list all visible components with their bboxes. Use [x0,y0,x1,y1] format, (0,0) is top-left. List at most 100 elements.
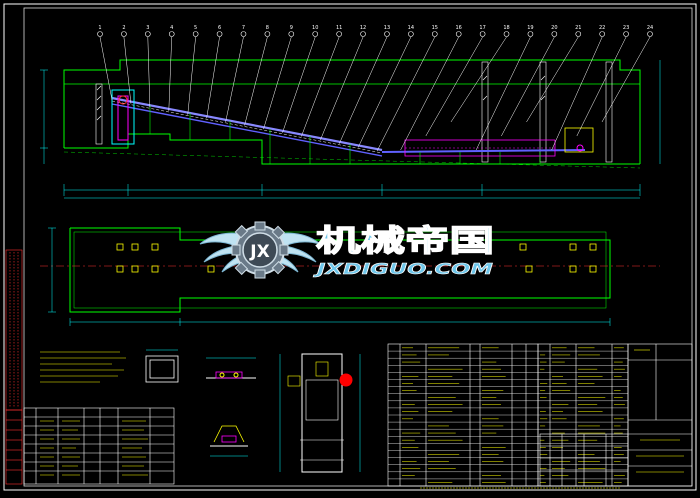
leader-line [206,36,220,119]
tail-unit [564,127,594,153]
leader-line [475,36,531,151]
item-balloon-number: 4 [170,25,173,31]
leader-line [123,36,132,104]
building-roof-line [63,59,641,84]
head-drive-unit [111,89,135,145]
leader-line [400,36,459,151]
item-balloon [240,31,247,37]
leader-line [526,36,579,123]
conveyor-horizontal [381,149,586,153]
item-balloon-number: 1 [98,25,101,31]
head-housing-detail [279,353,361,473]
item-balloon [431,31,438,37]
leader-line [244,36,268,126]
item-balloon-number: 6 [218,25,221,31]
section-detail-a [145,349,179,383]
item-leader-lines [99,36,651,152]
item-balloon-number: 18 [503,25,509,31]
title-block-text [634,349,684,473]
leader-line [376,36,436,152]
left-margin-stamps [5,249,23,411]
bom-cell-text-lines [402,347,625,483]
left-bottom-stamp-table [5,409,23,485]
watermark-domain: JXDIGUO.COM [312,260,493,278]
leader-line [425,36,483,137]
item-balloon [312,31,319,37]
leader-line [501,36,555,137]
leader-line [320,36,364,141]
item-balloon [479,31,486,37]
item-balloon-number: 9 [290,25,293,31]
watermark-logo: JX 机械帝国 JXDIGUO.COM [199,221,495,279]
left-parts-table [23,407,175,485]
leader-line [301,36,340,137]
item-balloon [455,31,462,37]
item-balloon [145,31,151,37]
leader-line [263,36,292,130]
structural-columns [95,61,613,163]
item-balloon-number: 16 [456,25,462,31]
item-balloon [527,31,534,37]
notes-text-block [40,351,126,383]
title-block [539,343,693,487]
leader-line [282,36,316,133]
idler-supports [149,105,541,164]
item-balloon [336,31,342,37]
item-balloon-number: 3 [146,25,149,31]
item-balloon [97,31,103,37]
leader-line [147,36,151,108]
item-balloon [408,31,414,37]
item-balloon [288,31,295,37]
leader-line [551,36,603,151]
item-balloon [384,31,390,37]
item-balloon [623,31,629,37]
item-balloon [168,31,175,37]
leader-line [338,36,388,144]
sheet-border [3,3,697,491]
gear-icon: JX [231,221,289,279]
item-balloon-number: 23 [623,25,629,31]
item-balloon-number: 11 [336,25,342,31]
item-balloon [647,31,653,37]
item-balloon [575,31,582,37]
watermark-title: 机械帝国 [316,224,494,259]
item-balloon-number: 12 [360,25,366,31]
plan-footings [116,243,597,273]
item-balloon-number: 7 [242,25,245,31]
leader-line [225,36,244,122]
plan-view [40,227,660,326]
item-balloon [503,31,510,37]
leader-line [450,36,507,123]
item-balloon-number: 15 [432,25,438,31]
plan-dimensions [48,227,611,326]
item-balloon-number: 22 [599,25,605,31]
item-balloon-number: 2 [122,25,125,31]
item-balloon [599,31,605,37]
conveyor-belt-upper [111,96,383,152]
item-balloon-number: 5 [194,25,197,31]
bom-row-lines [388,350,628,480]
item-balloon [360,31,366,37]
sheet-inner-border [23,7,693,487]
leader-line [601,36,651,123]
item-balloon-number: 20 [551,25,557,31]
item-balloon-number: 10 [312,25,318,31]
item-balloon-number: 8 [266,25,269,31]
elevation-dimensions [40,60,661,199]
item-balloon [192,31,199,37]
item-balloon-number: 17 [479,25,485,31]
item-balloon [264,31,271,37]
item-balloon [121,31,127,37]
item-balloon-number: 14 [408,25,414,31]
item-balloon-number: 13 [384,25,390,31]
item-balloon-number: 21 [575,25,581,31]
left-parts-table-cells [40,420,148,476]
section-detail-b [206,357,256,379]
ground-line [64,133,640,165]
item-balloon-number: 19 [527,25,533,31]
conveyor-belt-lower [111,103,383,157]
